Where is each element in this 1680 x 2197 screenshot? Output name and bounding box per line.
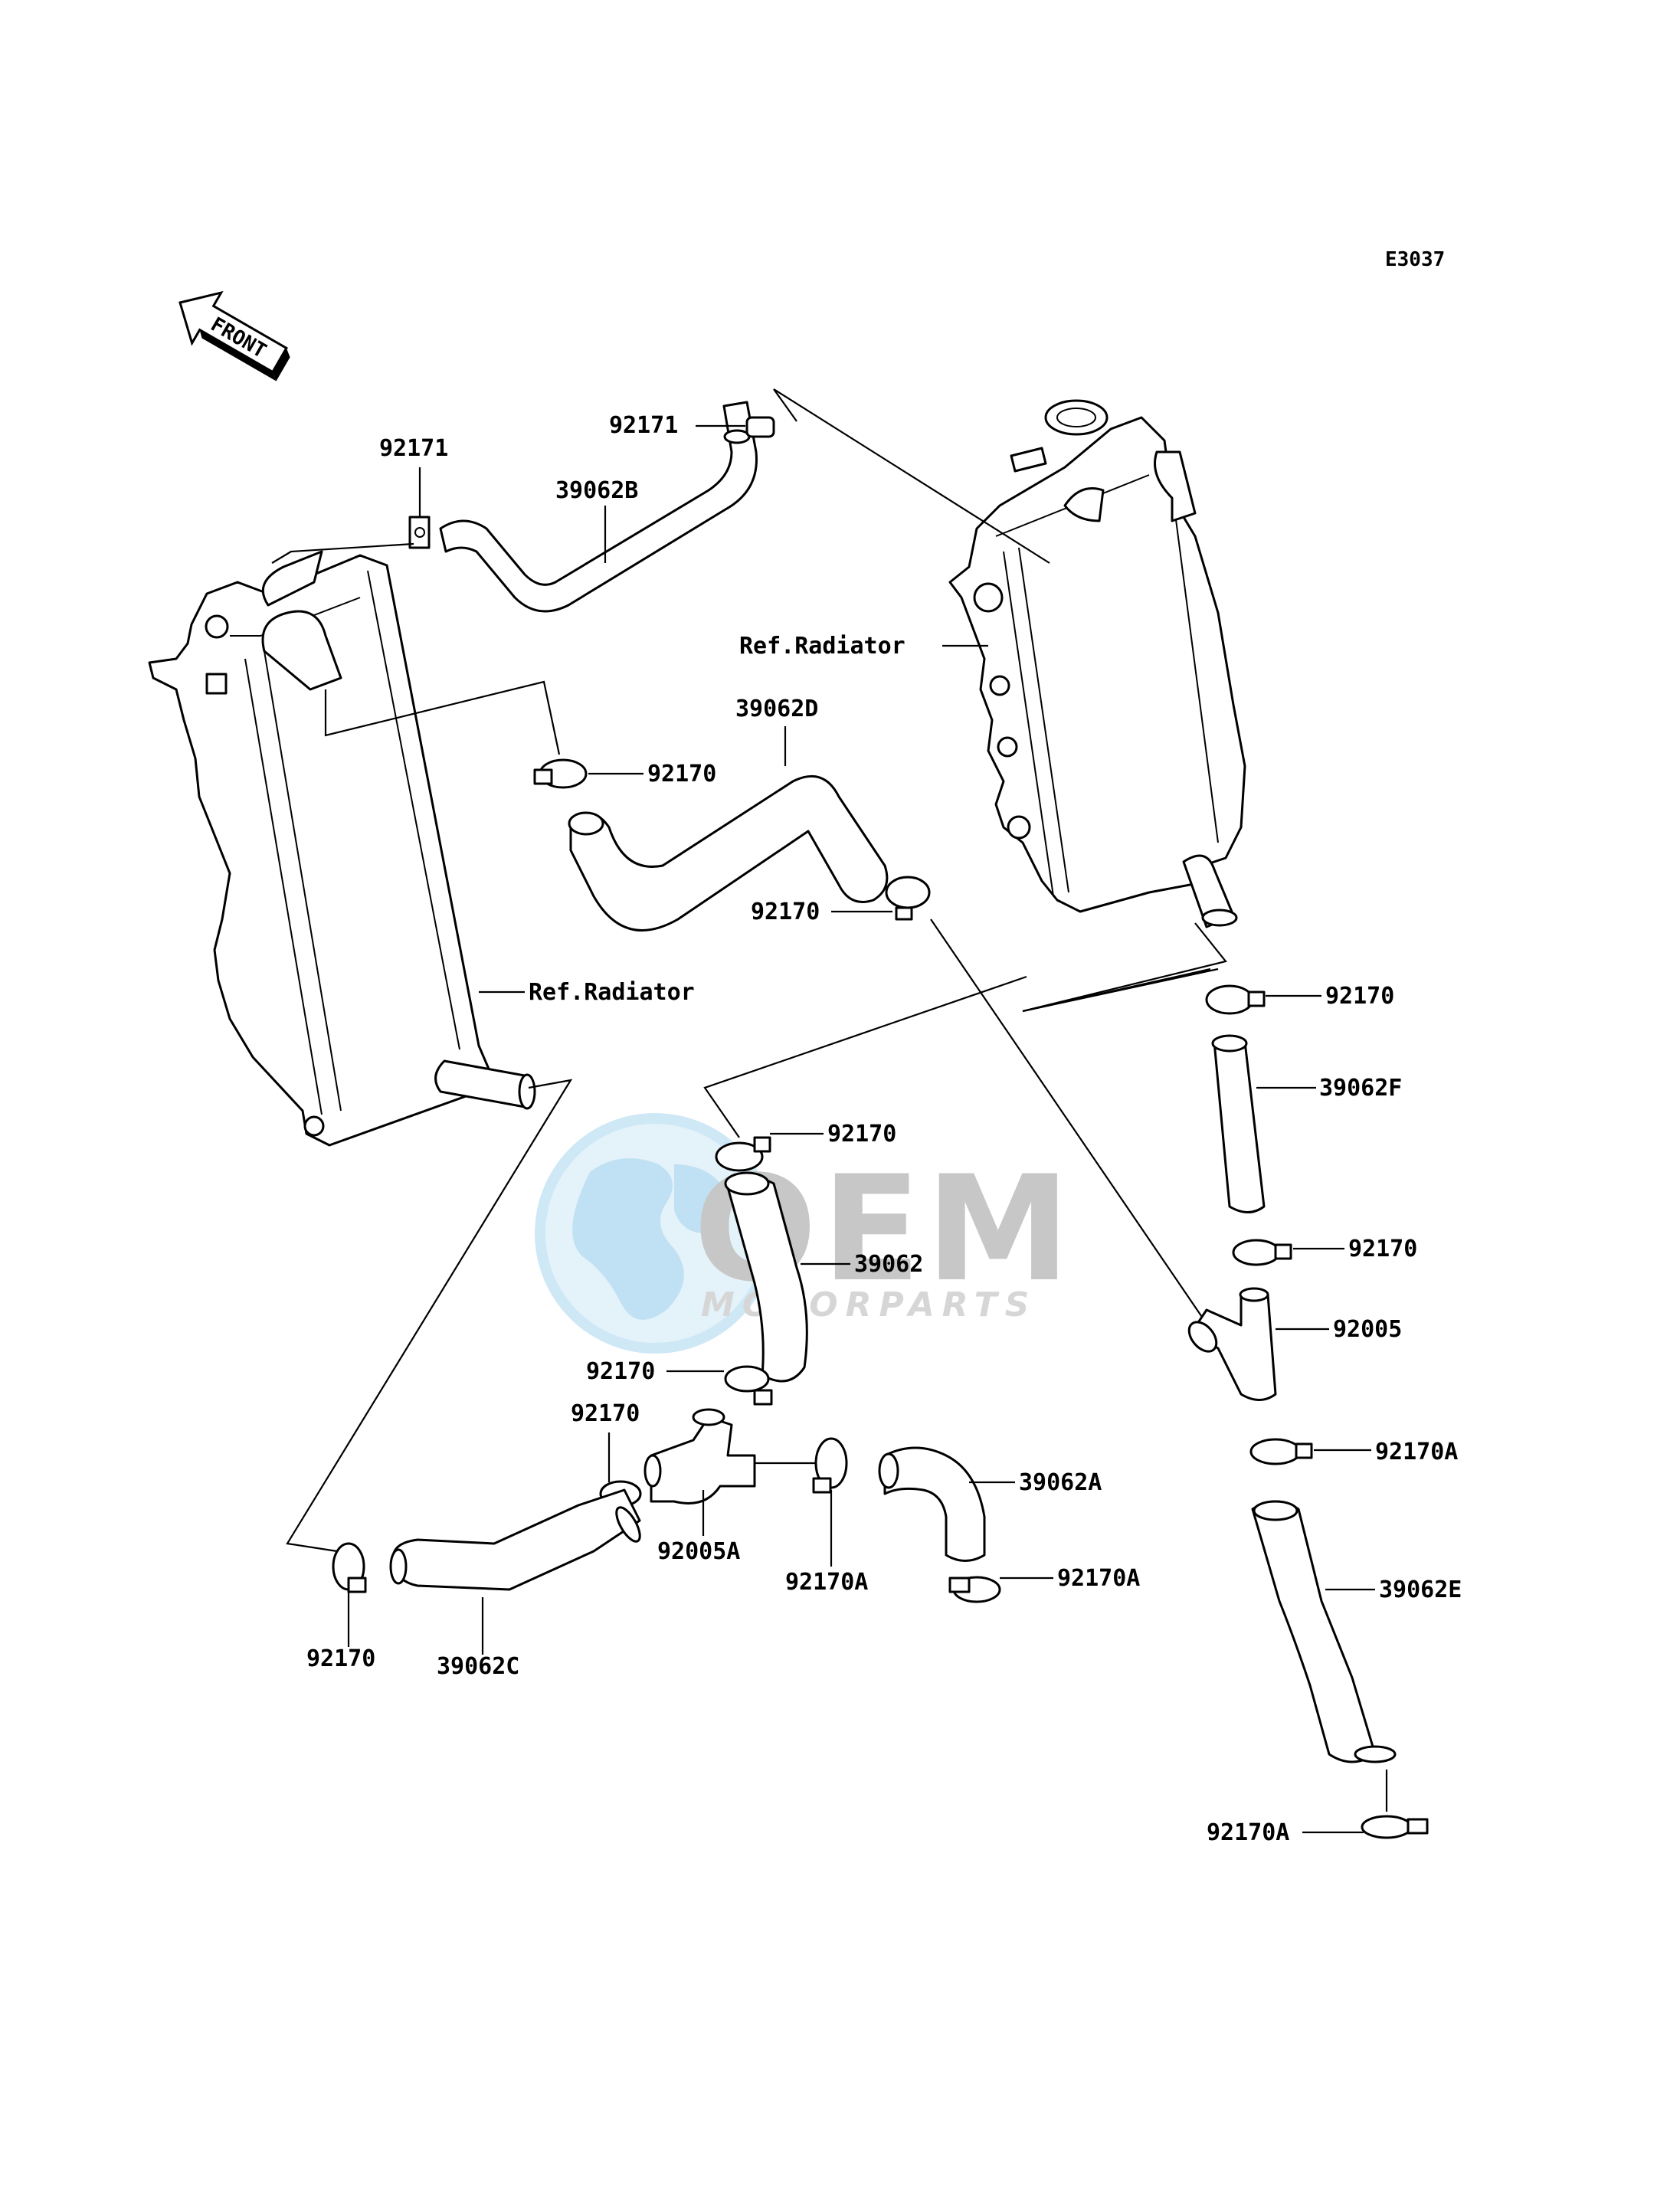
label-39062A: 39062A [1019,1469,1102,1496]
label-92171-right: 92171 [609,412,678,439]
label-92170-right-top: 92170 [1325,983,1394,1010]
hose-39062A [878,1446,986,1562]
label-92170-center-low: 92170 [571,1400,640,1427]
label-92170A-center-1: 92170A [785,1569,868,1596]
label-92170-upper: 92170 [647,761,716,787]
hose-39062E [1251,1500,1397,1763]
hose-39062F [1211,1034,1266,1213]
label-39062C: 39062C [437,1653,519,1680]
clamp-92170A-right-2 [1361,1815,1429,1839]
joint-92005A [644,1408,756,1505]
hose-39062D [568,774,889,932]
joint-92005 [1187,1287,1277,1401]
label-92170A-right-1: 92170A [1375,1439,1458,1465]
clamp-92170A-center-1 [812,1437,848,1494]
clamp-92170-upper [533,758,588,789]
ref-radiator-right-label: Ref.Radiator [739,633,905,660]
clamp-92170-right-top [1205,984,1266,1015]
label-39062B: 39062B [555,477,638,504]
label-39062E: 39062E [1379,1577,1462,1603]
label-92170-center-mid: 92170 [586,1358,655,1385]
label-92170-center-top: 92170 [827,1121,896,1148]
label-39062F: 39062F [1319,1075,1402,1102]
clamp-92170-lower-left [332,1542,367,1593]
clamp-92170-center-mid [724,1365,773,1406]
clamp-92170A-center-2 [948,1576,1001,1603]
front-arrow-icon: FRONT [178,290,290,381]
hose-39062B [439,401,758,613]
clamp-92170-right-mid [1232,1239,1292,1266]
clamp-92170-mid [885,876,931,921]
label-92005A: 92005A [657,1538,740,1565]
label-92170-right-mid: 92170 [1348,1236,1417,1262]
label-92170A-center-2: 92170A [1057,1565,1140,1592]
hose-39062C [389,1488,641,1591]
label-39062: 39062 [854,1251,923,1278]
label-92170A-right-2: 92170A [1207,1819,1289,1846]
ref-radiator-left-label: Ref.Radiator [529,979,695,1006]
right-radiator [948,399,1246,928]
watermark: OEM MOTORPARTS [535,1113,1070,1354]
label-92170-lower-left: 92170 [306,1645,375,1672]
watermark-sub: MOTORPARTS [701,1285,1036,1324]
label-92170-mid: 92170 [751,899,820,925]
diagram-code: E3037 [1385,248,1445,271]
hose-39062 [724,1171,808,1383]
clamp-92171-right [745,416,775,438]
clamp-92170A-right-1 [1249,1438,1313,1465]
clamp-92170-center-top [715,1136,771,1172]
label-92005: 92005 [1333,1316,1402,1343]
label-92171-left: 92171 [379,435,448,462]
left-radiator [148,550,536,1147]
label-39062D: 39062D [735,696,818,722]
